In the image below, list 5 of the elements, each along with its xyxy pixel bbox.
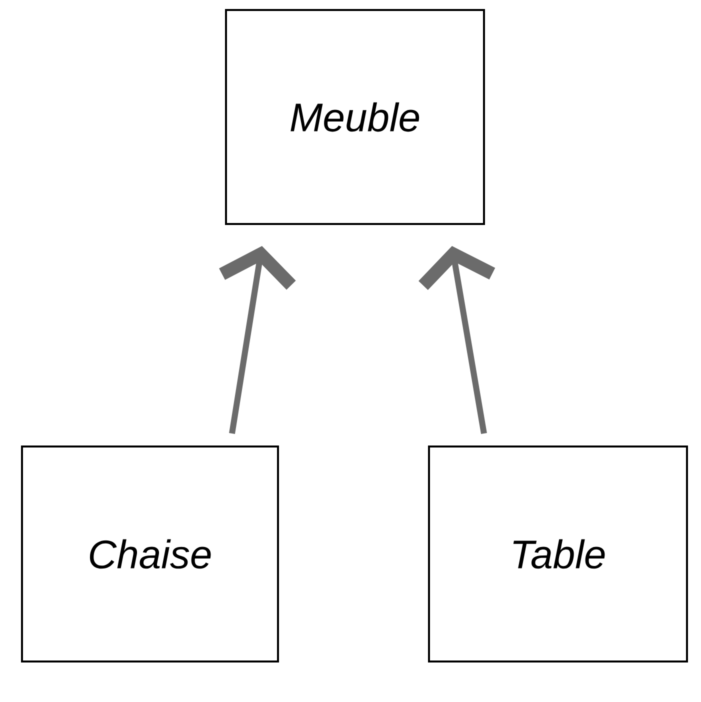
class-box: Table <box>428 446 688 662</box>
inheritance-arrow <box>418 246 496 434</box>
class-box: Meuble <box>225 9 485 225</box>
class-box: Chaise <box>21 446 279 662</box>
inheritance-arrow <box>219 246 296 434</box>
